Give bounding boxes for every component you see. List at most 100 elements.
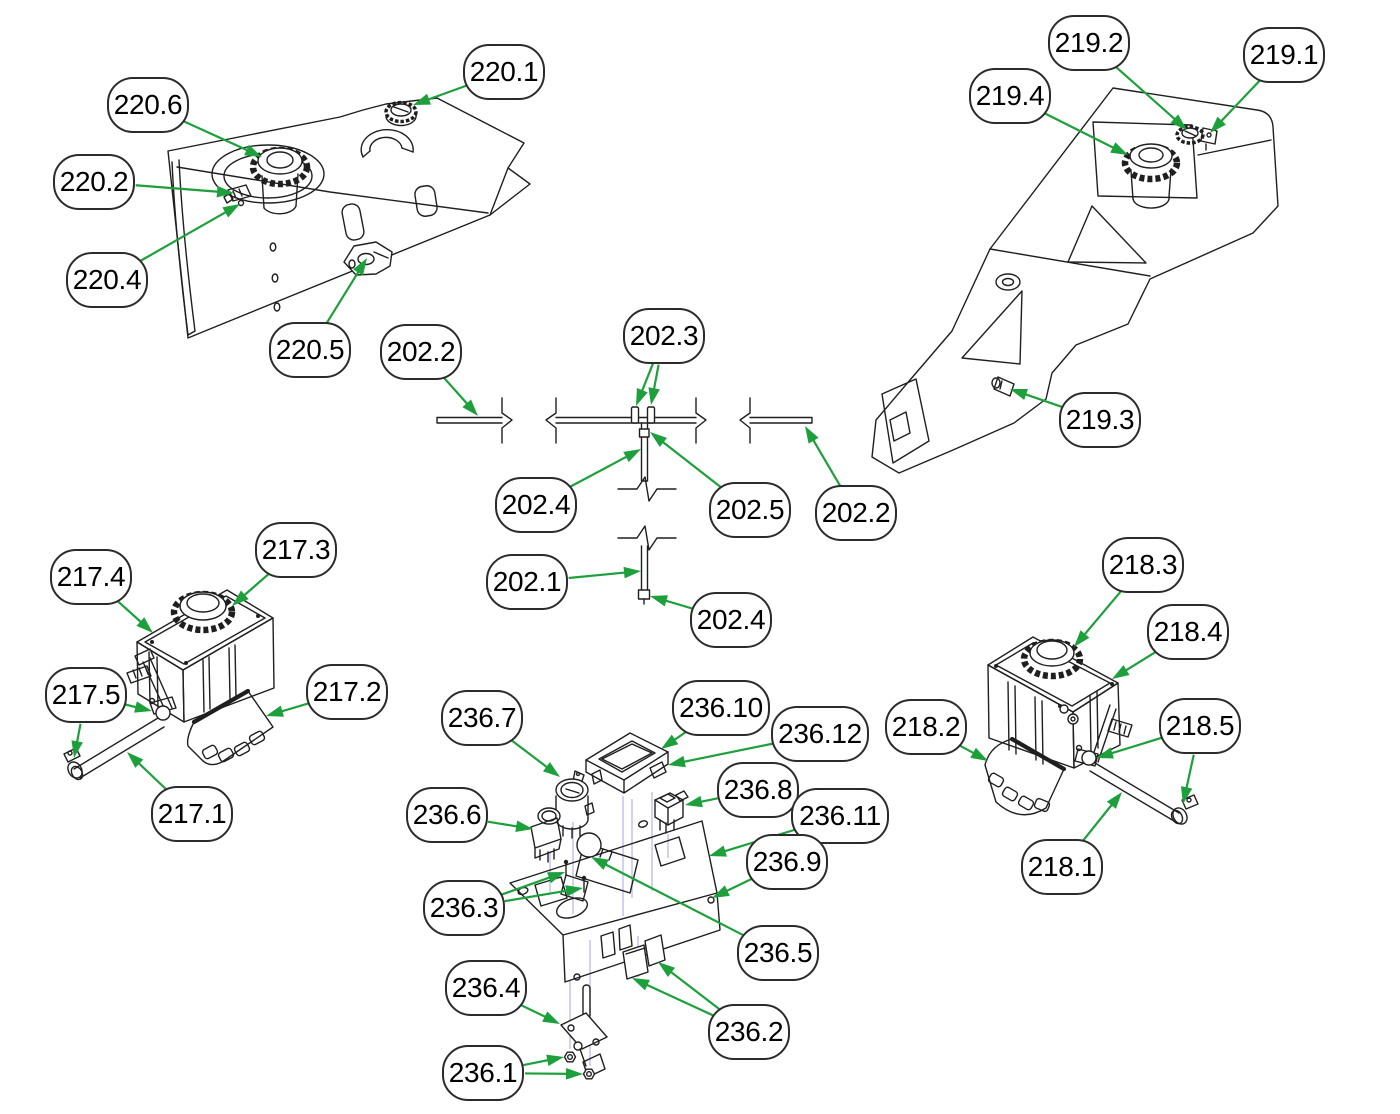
callout-219.1[interactable]: 219.1: [1243, 27, 1325, 83]
callout-arrow-236.4: [519, 1003, 560, 1024]
callout-label: 220.1: [469, 56, 539, 87]
callout-arrow-217.1: [127, 752, 169, 792]
callout-220.2[interactable]: 220.2: [53, 154, 135, 210]
callout-218.1[interactable]: 218.1: [1021, 839, 1103, 895]
callout-arrow-218.4: [1112, 650, 1158, 679]
hose-clamp: [630, 406, 656, 424]
callout-202.3[interactable]: 202.3: [623, 308, 705, 364]
callout-arrow-220.2: [135, 184, 234, 198]
callout-217.2[interactable]: 217.2: [306, 664, 388, 720]
callout-236.5[interactable]: 236.5: [737, 925, 819, 981]
callout-236.11[interactable]: 236.11: [791, 788, 889, 844]
callout-202.4[interactable]: 202.4: [690, 592, 772, 648]
callout-220.1[interactable]: 220.1: [463, 44, 545, 100]
callout-217.4[interactable]: 217.4: [50, 549, 132, 605]
callout-220.5[interactable]: 220.5: [269, 322, 351, 378]
callout-arrow-220.4: [138, 204, 240, 263]
callout-arrow-220.6: [182, 119, 262, 157]
callout-label: 236.8: [723, 774, 793, 805]
callout-label: 217.3: [261, 534, 331, 565]
callout-label: 202.1: [492, 566, 562, 597]
vent-cap: [1175, 125, 1205, 145]
fuel-tank-left: [167, 97, 531, 339]
callout-202.2[interactable]: 202.2: [380, 324, 462, 380]
callout-219.4[interactable]: 219.4: [969, 68, 1051, 124]
callout-label: 220.6: [113, 89, 183, 120]
callout-label: 220.5: [275, 334, 345, 365]
callout-label: 202.2: [821, 497, 891, 528]
callout-219.3[interactable]: 219.3: [1059, 392, 1141, 448]
callout-label: 236.4: [451, 972, 521, 1003]
callout-arrow-218.5: [1180, 754, 1195, 804]
callout-label: 218.2: [891, 711, 961, 742]
callout-arrow-220.1: [413, 84, 468, 105]
locknut: [563, 1051, 596, 1080]
callout-arrow-202.2: [805, 426, 842, 487]
callout-label: 218.1: [1027, 851, 1097, 882]
callout-220.4[interactable]: 220.4: [66, 252, 148, 308]
callout-217.1[interactable]: 217.1: [151, 786, 233, 842]
fuel-filter: [984, 738, 1065, 816]
suction-tube: [70, 717, 165, 781]
callout-arrow-217.4: [115, 599, 153, 633]
callout-label: 219.1: [1249, 39, 1319, 70]
callout-arrow-202.3: [648, 364, 660, 405]
callout-236.3[interactable]: 236.3: [423, 880, 505, 936]
callout-arrow-236.7: [509, 738, 560, 777]
callout-217.5[interactable]: 217.5: [45, 667, 127, 723]
callout-236.8[interactable]: 236.8: [717, 762, 799, 818]
callout-218.4[interactable]: 218.4: [1147, 604, 1229, 660]
callout-label: 202.5: [715, 494, 785, 525]
callout-arrow-236.10: [661, 729, 690, 749]
callout-218.3[interactable]: 218.3: [1102, 537, 1184, 593]
callout-220.6[interactable]: 220.6: [107, 77, 189, 133]
reservoir-cap: [1020, 638, 1084, 680]
callout-202.5[interactable]: 202.5: [709, 482, 791, 538]
hour-meter: [585, 732, 669, 794]
callout-arrow-202.4: [650, 595, 693, 610]
callout-236.10[interactable]: 236.10: [672, 680, 770, 736]
suction-tube: [1089, 762, 1184, 825]
callout-label: 236.7: [447, 702, 517, 733]
fuel-filter: [186, 690, 274, 766]
push-switch: [530, 807, 562, 863]
callout-label: 218.5: [1165, 710, 1235, 741]
callout-arrow-217.3: [232, 571, 271, 606]
callout-arrow-218.3: [1074, 589, 1123, 647]
callout-218.5[interactable]: 218.5: [1159, 698, 1241, 754]
callout-202.4[interactable]: 202.4: [495, 477, 577, 533]
callout-arrow-236.2: [632, 978, 715, 1017]
callout-236.9[interactable]: 236.9: [746, 834, 828, 890]
callout-arrow-236.2: [658, 962, 722, 1012]
callout-label: 202.3: [629, 320, 699, 351]
toggle-switch: [654, 790, 689, 834]
callout-236.4[interactable]: 236.4: [445, 960, 527, 1016]
callout-218.2[interactable]: 218.2: [885, 699, 967, 755]
callout-236.1[interactable]: 236.1: [442, 1045, 524, 1101]
callout-arrow-219.2: [1114, 65, 1187, 130]
callout-236.7[interactable]: 236.7: [441, 690, 523, 746]
callout-219.2[interactable]: 219.2: [1048, 15, 1130, 71]
callout-arrow-217.2: [266, 702, 309, 717]
callout-202.1[interactable]: 202.1: [486, 554, 568, 610]
callout-arrow-217.5: [71, 723, 83, 758]
callout-arrow-236.1: [523, 1054, 564, 1067]
filler-cap: [1121, 143, 1181, 209]
callout-label: 236.6: [412, 799, 482, 830]
callout-202.2[interactable]: 202.2: [815, 485, 897, 541]
callout-label: 236.9: [752, 846, 822, 877]
callout-label: 218.3: [1108, 549, 1178, 580]
callout-label: 202.2: [386, 336, 456, 367]
callout-236.2[interactable]: 236.2: [708, 1004, 790, 1060]
callout-label: 202.4: [696, 604, 766, 635]
callout-236.6[interactable]: 236.6: [406, 787, 488, 843]
callout-label: 218.4: [1153, 616, 1223, 647]
filter-assembly-left: [63, 589, 275, 781]
callout-236.12[interactable]: 236.12: [771, 706, 869, 762]
outlet-fitting: [991, 376, 1015, 397]
callout-label: 219.2: [1054, 27, 1124, 58]
callout-arrow-236.9: [712, 877, 753, 898]
callout-arrow-202.4: [568, 449, 641, 489]
callout-arrow-219.1: [1210, 78, 1262, 133]
callout-217.3[interactable]: 217.3: [255, 522, 337, 578]
